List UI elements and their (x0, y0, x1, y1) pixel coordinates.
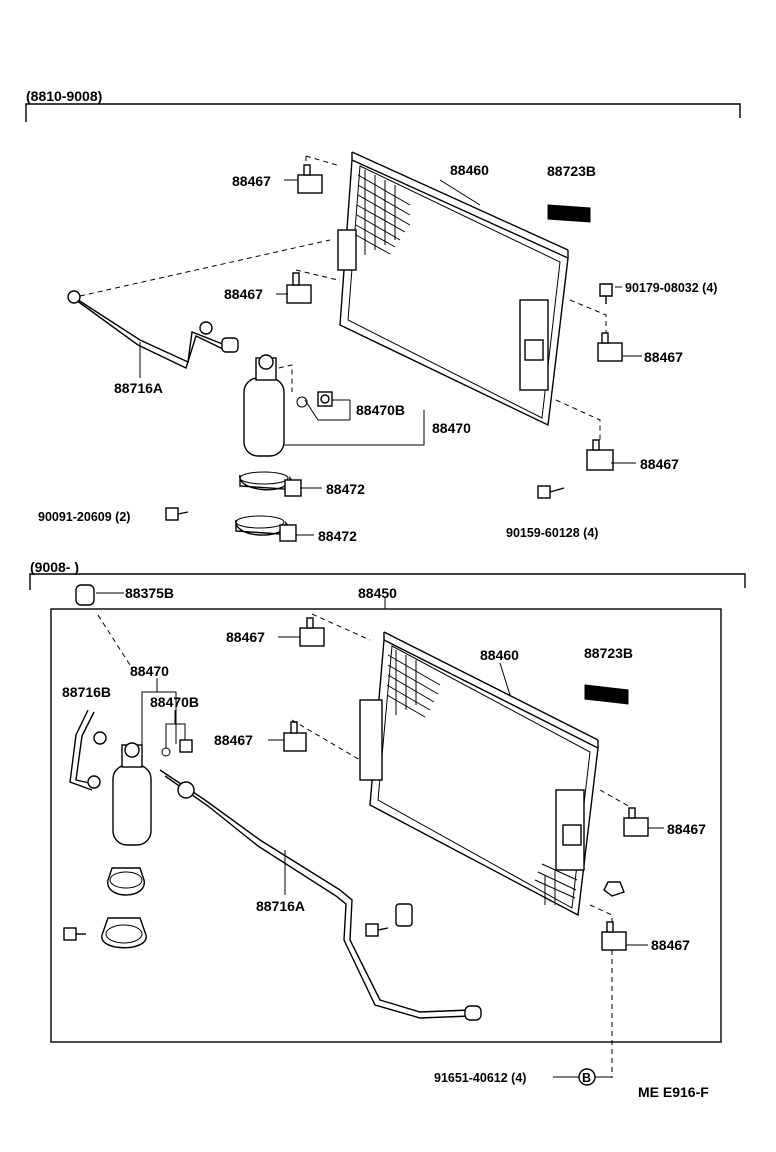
label-bottom-fitting: 88375B (125, 585, 174, 601)
oring-set-top (296, 391, 333, 408)
bolt-bottom-center (365, 903, 413, 937)
label-plate-bottom (584, 684, 629, 705)
section-range-bottom: (9008- ) (30, 559, 79, 575)
label-top-label-plate: 88723B (547, 163, 596, 179)
bolt-top-left (165, 507, 189, 521)
label-top-bracket-right-lower: 88467 (640, 456, 679, 472)
pipe-a-bottom (159, 769, 471, 1013)
bolt-bottom-left (63, 927, 86, 941)
bracket-top-upper-left (297, 164, 323, 194)
label-top-condenser-core: 88460 (450, 162, 489, 178)
bracket-top-right-lower (586, 439, 614, 471)
label-bottom-bracket-upper-left: 88467 (226, 629, 265, 645)
label-bottom-assembly: 88450 (358, 585, 397, 601)
label-bottom-oring-set: 88470B (150, 694, 199, 710)
label-top-receiver: 88470 (432, 420, 471, 436)
label-bottom-bracket-right-upper: 88467 (667, 821, 706, 837)
label-bottom-pipe-a: 88716A (256, 898, 305, 914)
clamp-top-2 (235, 515, 297, 542)
footer-code: ME E916-F (638, 1084, 709, 1100)
receiver-top (243, 354, 285, 457)
section-bracket-bottom (29, 573, 746, 590)
label-top-bolt-upper-right: 90179-08032 (4) (625, 281, 717, 295)
label-top-bracket-right-upper: 88467 (644, 349, 683, 365)
pipe-b-bottom (69, 709, 93, 791)
label-top-clamp-1: 88472 (326, 481, 365, 497)
bracket-top-right-upper (597, 332, 623, 362)
clamp-bottom-1 (107, 867, 145, 896)
label-top-pipe: 88716A (114, 380, 163, 396)
section-range-top: (8810-9008) (26, 88, 102, 104)
label-bottom-condenser-core: 88460 (480, 647, 519, 663)
fitting-bottom (75, 584, 95, 606)
bolt-top-lower-right (537, 485, 565, 499)
condenser-top (337, 151, 569, 427)
bracket-bottom-right-lower (601, 921, 627, 951)
label-top-bolt-lower-right: 90159-60128 (4) (506, 526, 598, 540)
label-bottom-bracket-right-lower: 88467 (651, 937, 690, 953)
section-bracket-top (25, 103, 741, 122)
label-bottom-receiver: 88470 (130, 663, 169, 679)
oring-set-bottom (161, 739, 193, 757)
condenser-bottom (359, 631, 599, 917)
label-top-bracket-upper-left: 88467 (232, 173, 271, 189)
bracket-bottom-right-upper (623, 807, 649, 837)
bracket-bottom-middle-left (283, 721, 307, 752)
label-top-bracket-middle-left: 88467 (224, 286, 263, 302)
label-top-oring-set: 88470B (356, 402, 405, 418)
bracket-bottom-upper-left (299, 617, 325, 647)
clamp-top-1 (239, 471, 302, 497)
label-bottom-pipe-b: 88716B (62, 684, 111, 700)
label-top-clamp-2: 88472 (318, 528, 357, 544)
assembly-frame (50, 608, 722, 1043)
nut-symbol-letter: B (582, 1071, 591, 1085)
label-plate-top (547, 204, 591, 223)
label-bottom-nut: 91651-40612 (4) (434, 1071, 526, 1085)
label-top-bolt-left: 90091-20609 (2) (38, 510, 130, 524)
label-bottom-bracket-middle-left: 88467 (214, 732, 253, 748)
label-bottom-label-plate: 88723B (584, 645, 633, 661)
bracket-top-middle-left (286, 272, 312, 304)
bolt-top-upper-right (599, 283, 613, 304)
receiver-bottom (112, 742, 152, 846)
nut-bottom-right (603, 881, 625, 897)
clamp-bottom-2 (101, 917, 147, 949)
